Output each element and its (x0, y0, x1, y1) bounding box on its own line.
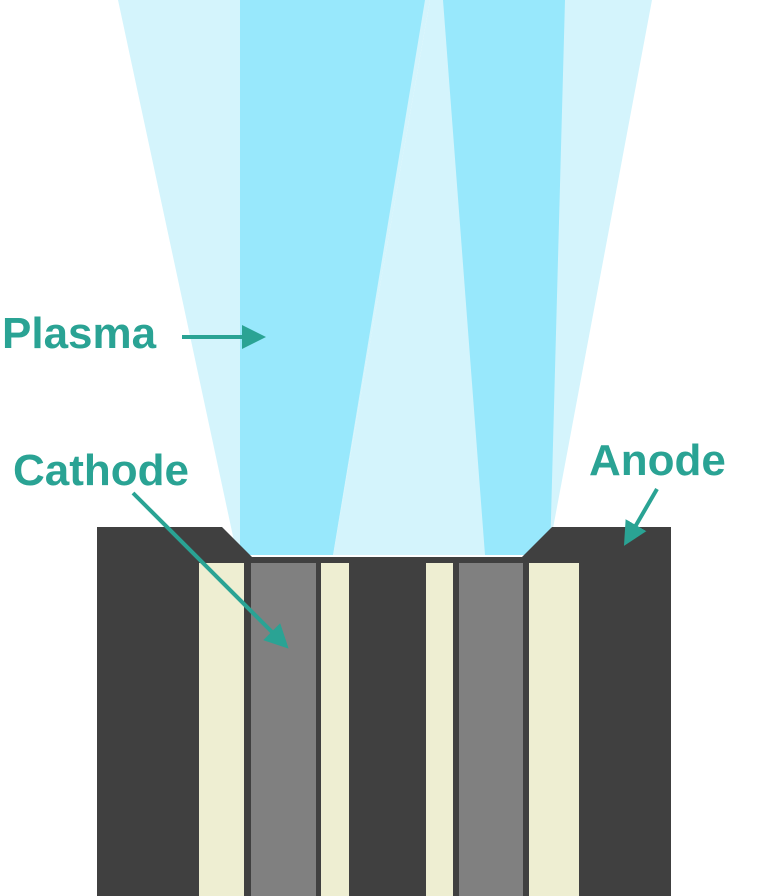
plasma-plume (118, 0, 652, 555)
anode-label: Anode (589, 436, 726, 485)
plasma-core-beam-right (443, 0, 565, 555)
cathode-rod (459, 563, 523, 896)
cathode-arrow (131, 491, 289, 649)
plasma-core-beam-left (240, 0, 425, 555)
insulator-strip (426, 563, 453, 896)
cathode-rod (251, 563, 316, 896)
anode-arrow (623, 487, 659, 546)
insulator-strip (199, 563, 244, 896)
plasma-label: Plasma (2, 309, 157, 358)
anode-body (97, 527, 671, 896)
cathode-label: Cathode (13, 446, 189, 495)
insulator-strip (529, 563, 579, 896)
insulator-strip (321, 563, 349, 896)
